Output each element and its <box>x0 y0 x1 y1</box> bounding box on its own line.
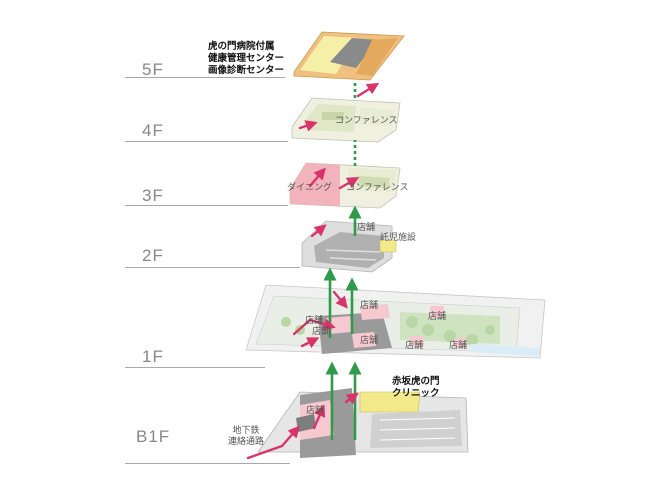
floor-plate-2f <box>301 220 397 273</box>
annotation-store-1f-g: 店舗 <box>312 327 331 337</box>
annotation-nursery-2f: 託児施設 <box>380 233 417 243</box>
annotation-store-1f-e: 店舗 <box>405 341 424 351</box>
floor-plate-4f <box>291 97 401 143</box>
floor-plate-1f <box>245 284 546 359</box>
floor-label-5f: 5F <box>142 60 164 79</box>
floor-label-1f: 1F <box>142 347 164 366</box>
floor-line-3f <box>125 205 288 206</box>
annotation-hospital-line-2: 健康管理センター <box>208 53 285 64</box>
annotation-clinic-line-2: クリニック <box>392 388 440 399</box>
annotation-store-2f: 店舗 <box>357 223 376 233</box>
annotation-conference-3f: コンファレンス <box>346 183 409 193</box>
annotation-dining-3f: ダイニング <box>287 183 333 193</box>
floor-plate-b1f <box>257 388 469 458</box>
annotation-store-1f-f: 店舗 <box>449 341 468 351</box>
pedestrian-flow-arrows <box>246 82 380 460</box>
annotation-store-1f-d: 店舗 <box>360 336 379 346</box>
floor-plate-5f <box>293 31 405 81</box>
floor-line-b1f <box>125 463 290 464</box>
annotation-hospital-5f: 虎の門病院付属 健康管理センター 画像診断センター <box>208 41 284 77</box>
annotation-subway-b1f: 地下鉄 連絡通路 <box>228 426 264 448</box>
floor-line-4f <box>125 141 288 142</box>
annotation-hospital-line-3: 画像診断センター <box>208 65 285 76</box>
floor-label-3f: 3F <box>142 186 164 205</box>
floor-label-4f: 4F <box>142 121 164 140</box>
annotation-store-1f-b: 店舗 <box>360 301 379 311</box>
floor-label-2f: 2F <box>142 246 164 265</box>
floor-line-2f <box>125 267 300 268</box>
floor-line-1f <box>125 367 265 368</box>
annotation-store-b1f: 店舗 <box>306 406 325 416</box>
annotation-hospital-line-1: 虎の門病院付属 <box>208 41 275 52</box>
annotation-clinic-line-1: 赤坂虎の門 <box>392 376 440 387</box>
annotation-store-1f-c: 店舗 <box>428 312 447 322</box>
floor-label-b1f: B1F <box>136 427 171 446</box>
annotation-subway-line-2: 連絡通路 <box>228 437 265 447</box>
floor-line-5f <box>125 77 285 78</box>
annotation-subway-line-1: 地下鉄 <box>232 426 260 436</box>
annotation-conference-4f: コンファレンス <box>335 116 398 126</box>
annotation-store-1f-a: 店舗 <box>305 316 324 326</box>
annotation-clinic-b1f: 赤坂虎の門 クリニック <box>392 376 440 400</box>
